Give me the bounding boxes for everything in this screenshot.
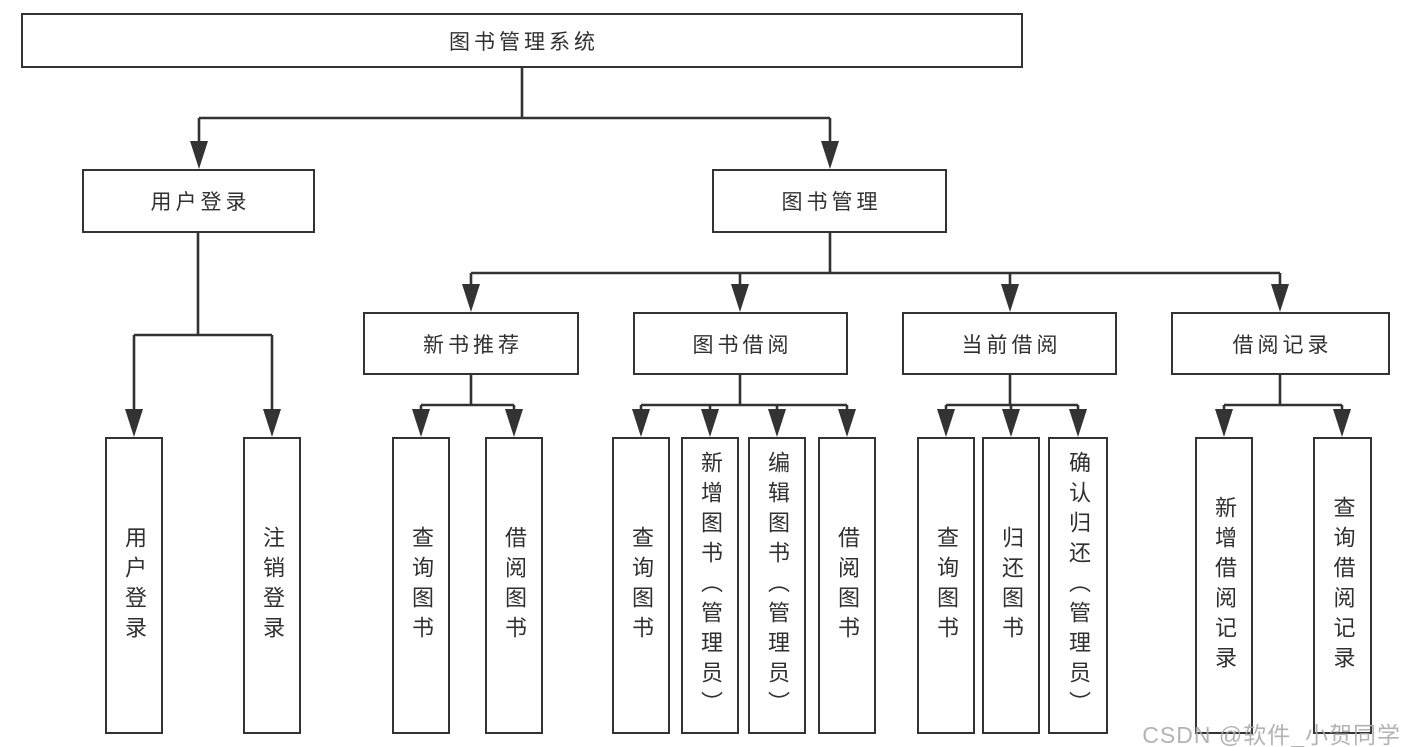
connector-current-children — [937, 374, 1087, 437]
node-book-management: 图书管理 — [712, 169, 947, 233]
node-user-login-label: 用户登录 — [150, 191, 251, 214]
leaf-logout: 注销登录 — [243, 437, 301, 734]
node-user-login: 用户登录 — [82, 169, 315, 233]
leaf-recommend-borrow-books: 借阅图书 — [485, 437, 543, 734]
leaf-borrow-books: 借阅图书 — [818, 437, 876, 734]
connector-book-management-children — [462, 231, 1289, 312]
node-root: 图书管理系统 — [21, 13, 1023, 68]
connector-user-login-children — [125, 231, 281, 437]
node-book-borrow: 图书借阅 — [633, 312, 848, 375]
node-book-management-label: 图书管理 — [781, 191, 882, 214]
node-root-label: 图书管理系统 — [449, 30, 599, 54]
leaf-add-book-admin: 新增图书（管理员） — [681, 437, 739, 734]
leaf-recommend-query-books: 查询图书 — [392, 437, 450, 734]
node-current-borrow-label: 当前借阅 — [961, 333, 1062, 357]
node-borrow-records-label: 借阅记录 — [1232, 333, 1333, 357]
leaf-current-query-books: 查询图书 — [917, 437, 975, 734]
leaf-confirm-return-admin: 确认归还（管理员） — [1048, 437, 1108, 734]
connector-records-children — [1215, 374, 1351, 437]
connector-recommend-children — [412, 374, 523, 437]
leaf-return-book: 归还图书 — [982, 437, 1040, 734]
watermark-text: CSDN @软件_小贺同学 — [1142, 722, 1401, 747]
node-book-borrow-label: 图书借阅 — [692, 333, 793, 357]
connector-borrow-children — [632, 374, 856, 437]
leaf-edit-book-admin: 编辑图书（管理员） — [748, 437, 806, 734]
node-current-borrow: 当前借阅 — [902, 312, 1117, 375]
leaf-query-borrow-record: 查询借阅记录 — [1313, 437, 1372, 734]
node-new-book-recommend-label: 新书推荐 — [423, 333, 523, 357]
node-borrow-records: 借阅记录 — [1171, 312, 1390, 375]
connector-root-to-level1 — [190, 66, 839, 169]
node-new-book-recommend: 新书推荐 — [363, 312, 579, 375]
leaf-borrow-query-books: 查询图书 — [612, 437, 670, 734]
leaf-add-borrow-record: 新增借阅记录 — [1195, 437, 1253, 734]
leaf-user-login: 用户登录 — [105, 437, 163, 734]
